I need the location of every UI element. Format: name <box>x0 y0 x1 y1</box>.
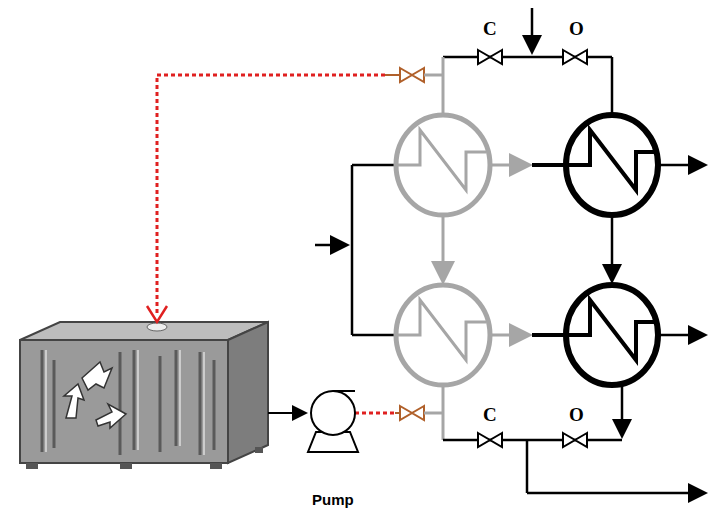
pump-symbol <box>268 391 358 452</box>
pump-label: Pump <box>312 492 354 507</box>
valve-label: C <box>483 405 497 424</box>
valve-label: C <box>483 19 497 38</box>
heat-exchanger <box>566 115 658 385</box>
valve-symbol <box>478 50 587 447</box>
container <box>20 322 268 469</box>
dotted-line <box>355 412 395 415</box>
valve-label: O <box>569 19 584 38</box>
valve-label: O <box>569 405 584 424</box>
dotted-arrowhead <box>147 306 167 322</box>
heat-exchanger <box>396 115 490 385</box>
